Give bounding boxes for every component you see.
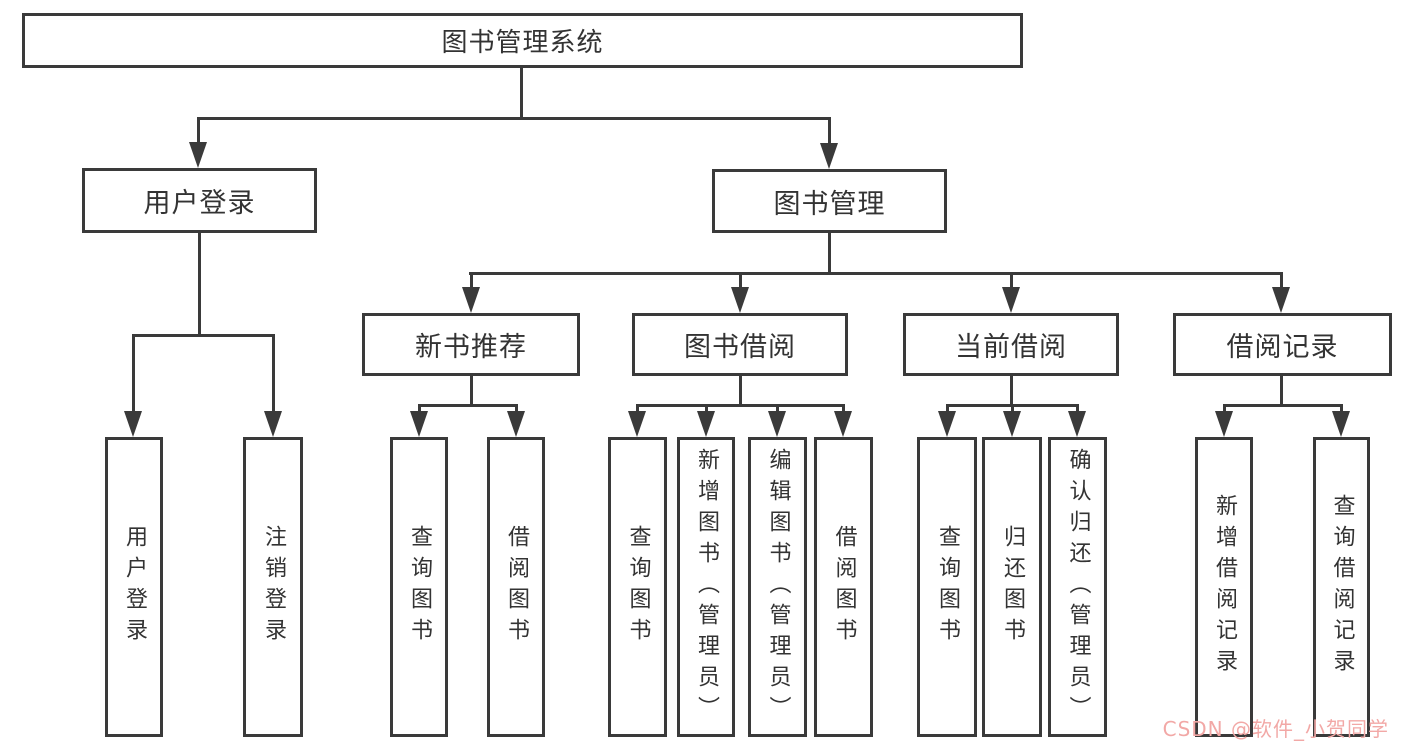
arrow-to-query-books-3 [938, 411, 956, 437]
arrow-to-add-books [697, 411, 715, 437]
node-new-book-recommend-label: 新书推荐 [415, 332, 527, 363]
connector-records-bar [1223, 404, 1342, 407]
leaf-confirm-return-admin-label: 确认归还（管理员） [1065, 447, 1091, 727]
node-root-label: 图书管理系统 [441, 28, 604, 58]
connector-bookmgmt-stem [828, 233, 831, 275]
connector-recommend-bar [418, 404, 518, 407]
leaf-query-books-1: 查询图书 [390, 437, 448, 737]
leaf-return-books: 归还图书 [982, 437, 1042, 737]
node-book-management: 图书管理 [712, 169, 947, 233]
leaf-logout-label: 注销登录 [261, 525, 286, 649]
node-book-management-label: 图书管理 [773, 188, 886, 220]
arrow-to-leaf-user-login [124, 411, 142, 437]
arrow-to-return-books [1003, 411, 1021, 437]
leaf-logout: 注销登录 [243, 437, 303, 737]
connector-recommend-c1 [418, 404, 421, 416]
connector-records-stem [1280, 376, 1283, 406]
arrow-to-current-borrow [1002, 287, 1020, 313]
connector-borrow-bar [636, 404, 844, 407]
csdn-watermark: CSDN @软件_小贺同学 [1162, 717, 1389, 741]
arrow-to-borrow-records [1272, 287, 1290, 313]
node-book-borrow-label: 图书借阅 [684, 332, 796, 363]
leaf-query-books-3: 查询图书 [917, 437, 977, 737]
node-new-book-recommend: 新书推荐 [362, 313, 580, 376]
connector-root-stem [520, 68, 523, 118]
connector-borrow-c4 [842, 404, 845, 416]
node-current-borrow-label: 当前借阅 [955, 332, 1067, 363]
leaf-user-login: 用户登录 [105, 437, 163, 737]
arrow-to-query-borrow-record [1332, 411, 1350, 437]
connector-borrow-stem [739, 376, 742, 406]
connector-current-c3 [1076, 404, 1079, 416]
connector-current-c2 [1011, 404, 1014, 416]
connector-l3-line-1 [470, 272, 473, 289]
node-borrow-records: 借阅记录 [1173, 313, 1392, 376]
node-current-borrow: 当前借阅 [903, 313, 1119, 376]
arrow-to-new-book-recommend [462, 287, 480, 313]
connector-borrow-c2 [705, 404, 708, 416]
connector-records-c2 [1340, 404, 1343, 416]
leaf-confirm-return-admin: 确认归还（管理员） [1048, 437, 1107, 737]
leaf-query-books-2: 查询图书 [608, 437, 667, 737]
node-user-login: 用户登录 [82, 168, 317, 233]
leaf-borrow-books-1-label: 借阅图书 [504, 525, 529, 649]
arrow-to-book-borrow [731, 287, 749, 313]
connector-current-stem [1010, 376, 1013, 406]
arrow-to-query-books-1 [410, 411, 428, 437]
connector-current-c1 [946, 404, 949, 416]
connector-l3-line-3 [1010, 272, 1013, 289]
arrow-to-leaf-logout [264, 411, 282, 437]
leaf-borrow-books-2: 借阅图书 [814, 437, 873, 737]
leaf-add-books-admin-label: 新增图书（管理员） [694, 447, 719, 727]
leaf-borrow-books-2-label: 借阅图书 [831, 525, 857, 649]
node-book-borrow: 图书借阅 [632, 313, 848, 376]
connector-user-child2-line [272, 334, 275, 412]
leaf-add-borrow-record-label: 新增借阅记录 [1212, 494, 1237, 680]
leaf-borrow-books-1: 借阅图书 [487, 437, 545, 737]
node-user-login-label: 用户登录 [143, 188, 256, 219]
connector-arrow-user-line [197, 117, 200, 145]
arrow-to-add-borrow-record [1215, 411, 1233, 437]
connector-level3-bar [469, 272, 1282, 275]
connector-level2-bar [197, 117, 831, 120]
leaf-query-books-1-label: 查询图书 [407, 525, 432, 649]
connector-arrow-book-line [828, 117, 831, 145]
connector-l3-line-2 [739, 272, 742, 289]
connector-borrow-c3 [776, 404, 779, 416]
connector-borrow-c1 [636, 404, 639, 416]
node-borrow-records-label: 借阅记录 [1226, 332, 1339, 363]
leaf-edit-books-admin-label: 编辑图书（管理员） [765, 447, 791, 727]
connector-l3-line-4 [1280, 272, 1283, 289]
connector-recommend-stem [470, 376, 473, 406]
connector-user-bar [132, 334, 275, 337]
connector-records-c1 [1223, 404, 1226, 416]
leaf-add-borrow-record: 新增借阅记录 [1195, 437, 1253, 737]
connector-user-child1-line [132, 334, 135, 412]
leaf-return-books-label: 归还图书 [1000, 525, 1025, 649]
leaf-user-login-label: 用户登录 [122, 525, 147, 649]
arrow-to-borrow-books-2 [834, 411, 852, 437]
leaf-query-borrow-record: 查询借阅记录 [1313, 437, 1370, 737]
leaf-query-borrow-record-label: 查询借阅记录 [1329, 494, 1355, 680]
leaf-query-books-2-label: 查询图书 [625, 525, 651, 649]
arrow-to-borrow-books-1 [507, 411, 525, 437]
leaf-edit-books-admin: 编辑图书（管理员） [748, 437, 807, 737]
node-root: 图书管理系统 [22, 13, 1023, 68]
connector-user-stem [198, 233, 201, 336]
arrow-to-user-login [189, 142, 207, 168]
connector-recommend-c2 [515, 404, 518, 416]
arrow-to-confirm-return [1068, 411, 1086, 437]
leaf-add-books-admin: 新增图书（管理员） [677, 437, 735, 737]
leaf-query-books-3-label: 查询图书 [935, 525, 960, 649]
arrow-to-book-management [820, 143, 838, 169]
arrow-to-query-books-2 [628, 411, 646, 437]
arrow-to-edit-books [768, 411, 786, 437]
